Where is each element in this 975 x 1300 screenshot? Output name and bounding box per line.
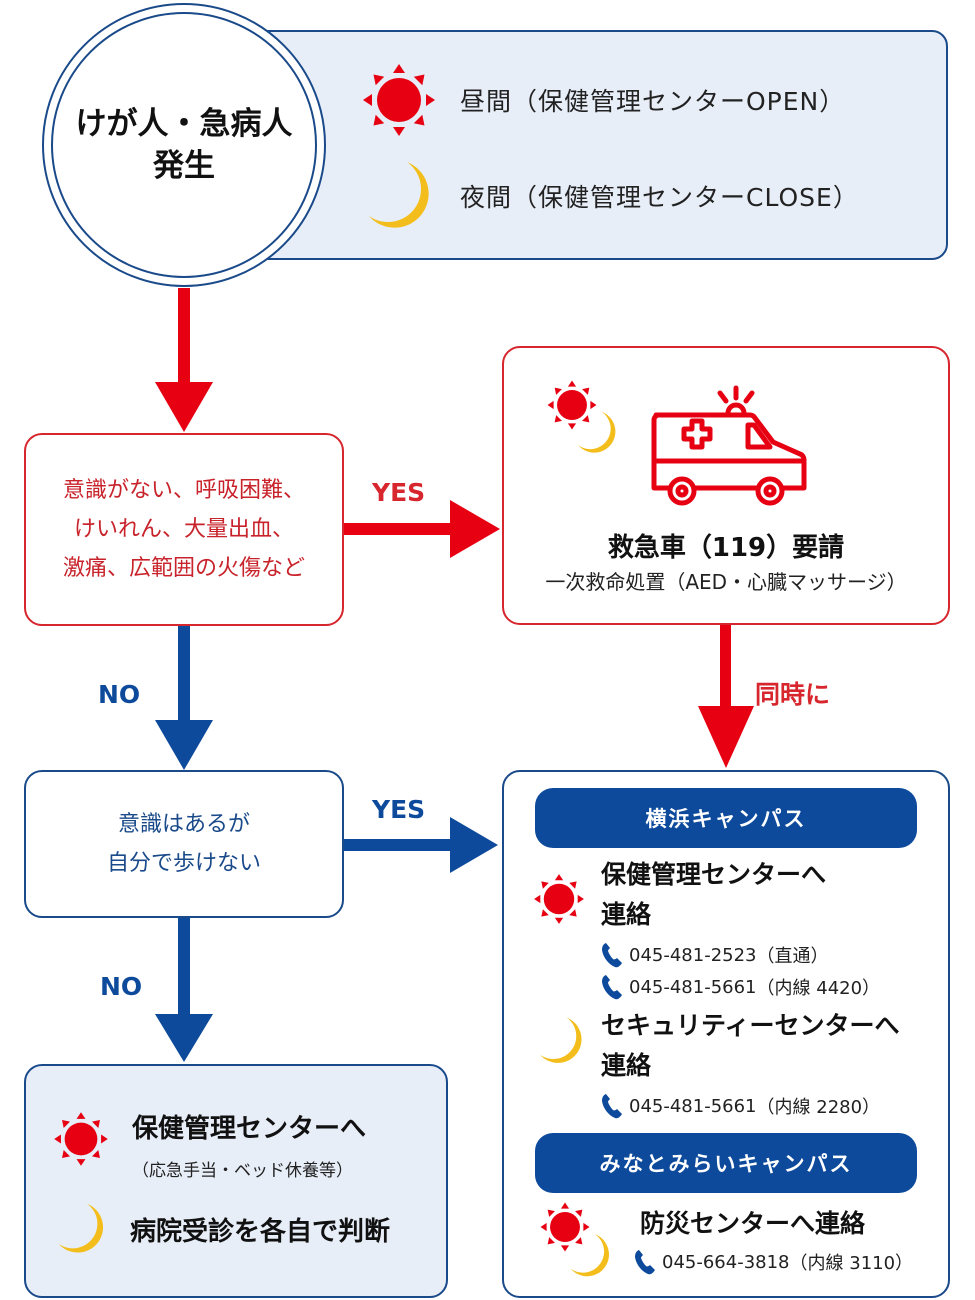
phone-entry[interactable]: 045-481-5661 （内線 4420） <box>601 971 880 1003</box>
phone-entry[interactable]: 045-664-3818 （内線 3110） <box>634 1246 913 1278</box>
moon-icon <box>570 1234 609 1277</box>
arrow-q1-no <box>155 625 213 770</box>
phone-number: 045-481-5661 <box>629 1095 757 1117</box>
title-line: セキュリティーセンターへ <box>601 1011 900 1040</box>
arrow-q2-no <box>155 917 213 1062</box>
q1-no-label: NO <box>98 680 141 709</box>
q1-line: 激痛、広範囲の火傷など <box>62 556 305 581</box>
phone-icon <box>602 1094 622 1119</box>
legend-night: 夜間（保健管理センターCLOSE） <box>360 158 859 234</box>
sun-icon <box>540 1202 590 1252</box>
minatomirai-contact-title: 防災センターへ連絡 <box>640 1209 866 1238</box>
self-care-node <box>24 1064 448 1298</box>
q2-line: 自分で歩けない <box>106 851 261 876</box>
phone-entry[interactable]: 045-481-2523 （直通） <box>601 939 880 971</box>
start-subtitle: 発生 <box>153 148 215 184</box>
q1-yes-label: YES <box>372 478 426 507</box>
arrow-start-to-q1 <box>155 288 213 432</box>
yokohama-night-contact-title: セキュリティーセンターへ 連絡 <box>601 1006 900 1086</box>
yokohama-day-phones: 045-481-2523 （直通） 045-481-5661 （内線 4420） <box>601 939 880 1003</box>
ambulance-subtitle: 一次救命処置（AED・心臓マッサージ） <box>545 570 907 594</box>
phone-number: 045-481-2523 <box>629 944 757 966</box>
q2-yes-label: YES <box>372 795 426 824</box>
campus-minatomirai-header: みなとみらいキャンパス <box>535 1133 917 1193</box>
ambulance-title: 救急車（119）要請 <box>607 533 845 563</box>
legend-day-label: 昼間（保健管理センターOPEN） <box>460 87 846 116</box>
phone-note: （直通） <box>756 946 829 967</box>
self-care-day-subtitle: （応急手当・ベッド休養等） <box>132 1161 353 1181</box>
moon-icon <box>58 1203 104 1253</box>
time-legend <box>245 30 948 260</box>
sun-icon <box>363 64 435 136</box>
arrow-q2-yes <box>343 817 498 873</box>
phone-note: （内線 4420） <box>756 978 881 999</box>
title-line: 保健管理センターへ <box>601 860 827 889</box>
phone-number: 045-664-3818 <box>662 1251 790 1273</box>
q1-line: けいれん、大量出血、 <box>73 517 294 542</box>
simultaneous-label: 同時に <box>755 680 831 709</box>
arrow-q1-yes <box>343 500 500 558</box>
yokohama-day-contact-title: 保健管理センターへ 連絡 <box>601 855 826 935</box>
minatomirai-phones: 045-664-3818 （内線 3110） <box>634 1246 913 1278</box>
self-care-day-title: 保健管理センターへ <box>132 1114 367 1144</box>
question-cannot-walk: 意識はあるが 自分で歩けない <box>24 770 344 918</box>
campus-yokohama-header: 横浜キャンパス <box>535 788 917 848</box>
yokohama-night-phones: 045-481-5661 （内線 2280） <box>601 1090 880 1122</box>
legend-night-label: 夜間（保健管理センターCLOSE） <box>460 183 859 212</box>
title-line: 連絡 <box>601 1051 652 1080</box>
start-node-inner: けが人・急病人 発生 <box>51 12 317 278</box>
legend-day: 昼間（保健管理センターOPEN） <box>360 62 845 138</box>
q1-line: 意識がない、呼吸困難、 <box>62 478 305 503</box>
sun-icon <box>534 874 584 924</box>
phone-entry[interactable]: 045-481-5661 （内線 2280） <box>601 1090 880 1122</box>
q2-line: 意識はあるが <box>117 812 250 837</box>
arrow-simultaneous <box>698 624 754 768</box>
self-care-night-title: 病院受診を各自で判断 <box>130 1217 391 1247</box>
question-unconscious: 意識がない、呼吸困難、 けいれん、大量出血、 激痛、広範囲の火傷など <box>24 433 344 626</box>
phone-icon <box>635 1250 655 1275</box>
sun-icon <box>54 1112 108 1166</box>
phone-note: （内線 3110） <box>789 1253 914 1274</box>
ambulance-icon <box>651 385 807 506</box>
title-line: 連絡 <box>601 900 652 929</box>
q2-no-label: NO <box>100 972 143 1001</box>
phone-note: （内線 2280） <box>756 1097 881 1118</box>
moon-icon <box>540 1017 582 1063</box>
day-night-icon <box>540 1202 609 1277</box>
moon-icon <box>369 162 429 228</box>
moon-icon <box>578 411 616 453</box>
sun-icon <box>547 380 597 430</box>
phone-icon <box>602 943 622 968</box>
phone-icon <box>602 975 622 1000</box>
start-title: けが人・急病人 <box>75 106 293 142</box>
phone-number: 045-481-5661 <box>629 976 757 998</box>
day-night-icon <box>547 380 616 453</box>
